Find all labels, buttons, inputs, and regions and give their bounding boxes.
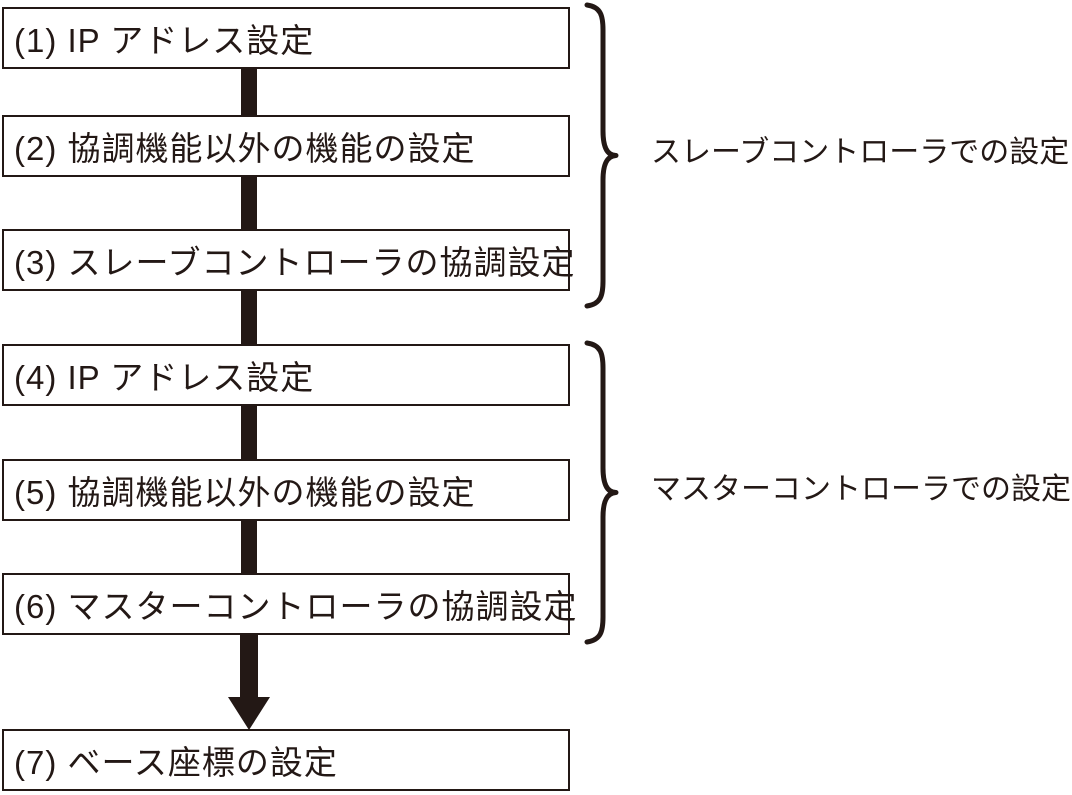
slave-group-brace-icon xyxy=(584,2,619,309)
step-box-6: (6) マスターコントローラの協調設定 xyxy=(2,573,577,635)
step-box-7: (7) ベース座標の設定 xyxy=(2,729,570,791)
group-label-slave: スレーブコントローラでの設定 xyxy=(651,136,1070,169)
step-box-1: (1) IP アドレス設定 xyxy=(2,7,570,69)
step-label-6: (6) マスターコントローラの協調設定 xyxy=(14,588,578,625)
step-box-3: (3) スレーブコントローラの協調設定 xyxy=(2,229,575,291)
step-label-3: (3) スレーブコントローラの協調設定 xyxy=(14,244,576,281)
step-box-4: (4) IP アドレス設定 xyxy=(2,344,570,406)
group-label-master: マスターコントローラでの設定 xyxy=(651,473,1071,506)
flow-connector-2 xyxy=(241,177,257,229)
step-label-7: (7) ベース座標の設定 xyxy=(14,744,338,781)
step-label-5: (5) 協調機能以外の機能の設定 xyxy=(14,474,476,511)
step-box-2: (2) 協調機能以外の機能の設定 xyxy=(2,115,570,177)
master-group-brace-icon xyxy=(584,340,619,645)
flow-connector-4 xyxy=(241,406,257,459)
flow-connector-5 xyxy=(241,521,257,573)
flow-connector-3 xyxy=(241,291,257,344)
arrow-down-icon xyxy=(228,697,270,730)
flow-connector-1 xyxy=(241,69,257,115)
step-label-1: (1) IP アドレス設定 xyxy=(14,22,315,59)
step-box-5: (5) 協調機能以外の機能の設定 xyxy=(2,459,570,521)
step-label-2: (2) 協調機能以外の機能の設定 xyxy=(14,130,476,167)
step-label-4: (4) IP アドレス設定 xyxy=(14,359,315,396)
flow-arrow-shaft xyxy=(240,635,258,698)
